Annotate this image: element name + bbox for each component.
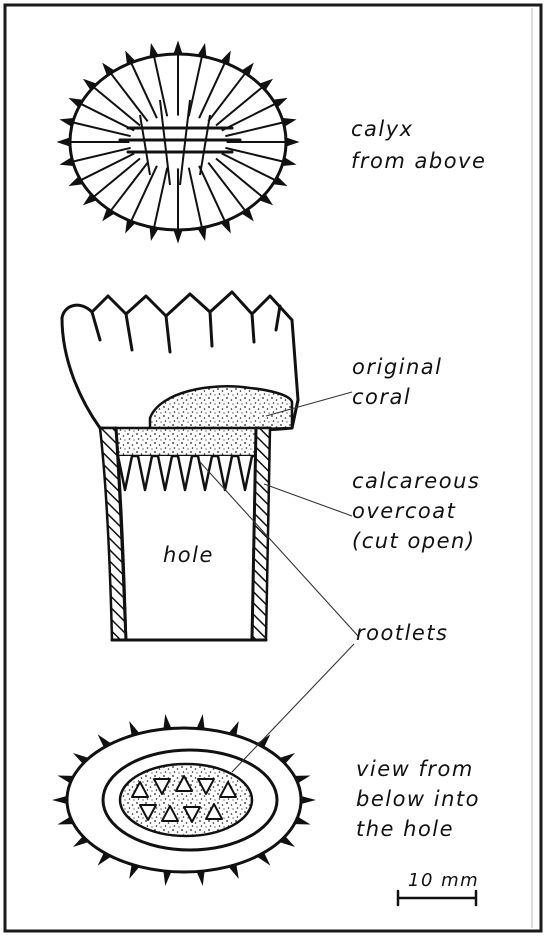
label-view-line3: the hole — [356, 817, 454, 841]
label-view-line2: below into — [356, 787, 480, 811]
label-rootlets: rootlets — [356, 621, 449, 645]
label-hole: hole — [163, 543, 214, 567]
label-overcoat-line3: (cut open) — [352, 529, 476, 553]
label-overcoat-line2: overcoat — [352, 499, 456, 523]
cut-band — [100, 428, 270, 456]
label-overcoat-line1: calcareous — [352, 469, 480, 493]
label-original-line1: original — [352, 355, 443, 379]
label-original-line2: coral — [352, 385, 411, 409]
label-view-line1: view from — [356, 757, 474, 781]
label-calyx-line2: from above — [351, 149, 486, 173]
scale-label: 10 mm — [408, 870, 479, 891]
label-calyx-line1: calyx — [351, 117, 414, 141]
